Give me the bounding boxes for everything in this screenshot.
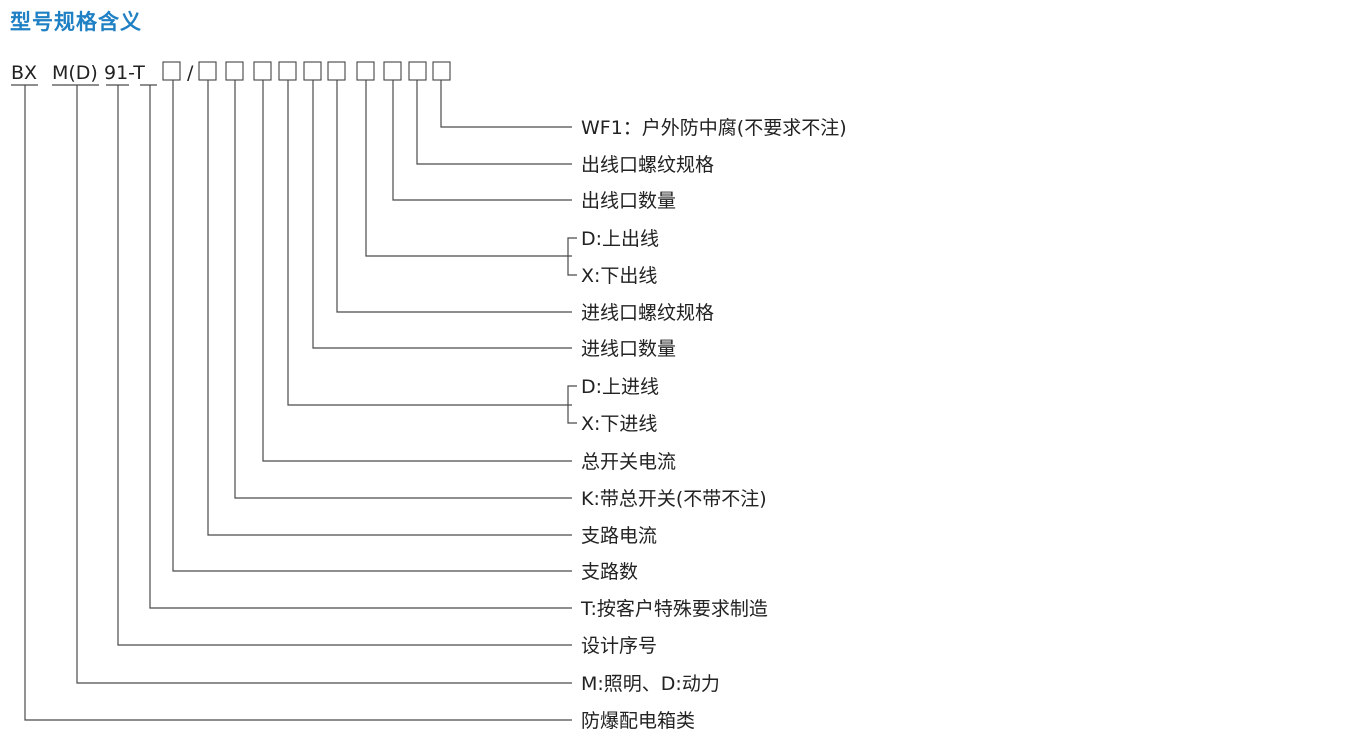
connector-in-dir: [287, 80, 572, 406]
code-slash: /: [187, 62, 194, 84]
code-box-11: [432, 61, 451, 81]
bracket-in-dir: [567, 385, 577, 424]
label-lighting-power: M:照明、D:动力: [581, 673, 720, 695]
code-box-4: [253, 61, 272, 81]
label-explosion-proof: 防爆配电箱类: [581, 710, 695, 732]
label-out-count: 出线口数量: [581, 190, 676, 212]
label-in-thread: 进线口螺纹规格: [581, 302, 714, 324]
connector-branch-count: [172, 80, 572, 572]
code-box-3: [225, 61, 244, 81]
code-bx: BX: [11, 62, 37, 84]
connector-design-no: [117, 85, 572, 646]
code-box-1: [162, 61, 181, 81]
connector-out-dir: [365, 80, 572, 257]
code-box-10: [408, 61, 427, 81]
code-box-8: [356, 61, 375, 81]
code-box-5: [278, 61, 297, 81]
label-in-bottom: X:下进线: [581, 413, 657, 435]
code-box-9: [383, 61, 402, 81]
label-branch-count: 支路数: [581, 561, 638, 583]
label-wf1: WF1：户外防中腐(不要求不注): [581, 117, 847, 139]
code-box-2: [198, 61, 217, 81]
connector-t: [149, 85, 572, 609]
label-main-current: 总开关电流: [581, 451, 676, 473]
connector-in-count: [312, 80, 572, 349]
connector-main-current: [262, 80, 572, 462]
connector-out-thread: [416, 80, 572, 165]
connector-bx: [24, 85, 572, 721]
page-title: 型号规格含义: [10, 10, 142, 34]
connector-md: [76, 85, 572, 684]
connector-in-thread: [336, 80, 572, 313]
connector-wf1: [440, 80, 572, 128]
label-in-top: D:上进线: [581, 376, 659, 398]
connector-main-switch: [234, 80, 572, 499]
code-box-7: [327, 61, 346, 81]
label-out-thread: 出线口螺纹规格: [581, 154, 714, 176]
label-custom: T:按客户特殊要求制造: [580, 598, 768, 620]
code-num: 91-T: [104, 62, 145, 84]
bracket-out-dir: [567, 237, 577, 276]
label-in-count: 进线口数量: [581, 338, 676, 360]
label-out-bottom: X:下出线: [581, 265, 657, 287]
label-branch-current: 支路电流: [581, 525, 657, 547]
code-box-6: [303, 61, 322, 81]
connector-out-count: [392, 80, 572, 201]
connector-branch-current: [207, 80, 572, 536]
label-design-no: 设计序号: [581, 635, 657, 657]
label-main-switch: K:带总开关(不带不注): [581, 488, 767, 510]
label-out-top: D:上出线: [581, 228, 659, 250]
code-md: M(D): [52, 62, 98, 84]
